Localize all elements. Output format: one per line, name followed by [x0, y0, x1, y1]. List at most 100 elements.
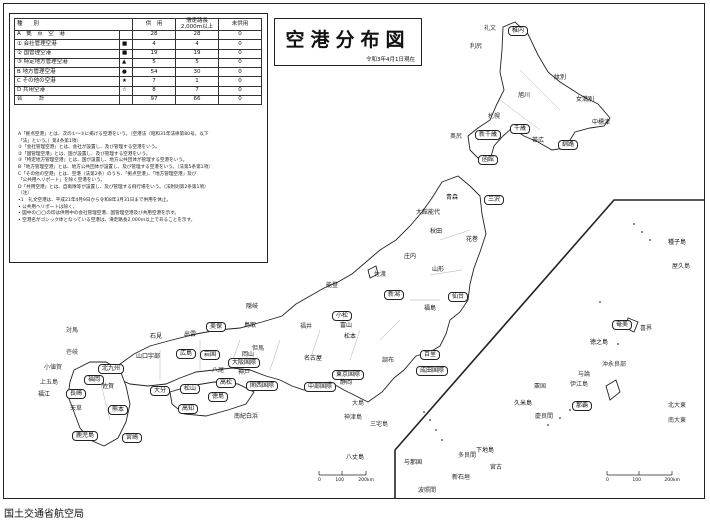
- airport-label: 仙台: [448, 292, 469, 302]
- airport-label: 波照間: [418, 487, 437, 494]
- airport-label: 新潟: [384, 290, 405, 300]
- airport-label: 高知: [178, 404, 199, 414]
- legend-row-runway: 4: [175, 39, 219, 50]
- legend-row-label: B 地方管理空港: [14, 67, 120, 78]
- legend-row-not-in-service: 0: [218, 67, 262, 78]
- legend-note: •1 礼文空港は、平成21年4月9日から令和8年3月31日まで供用を休止。: [18, 197, 172, 203]
- airport-label: 百里: [420, 350, 441, 360]
- airport-label: 石見: [150, 333, 163, 340]
- airport-label: 長崎: [66, 389, 87, 399]
- airport-label: 出雲: [184, 331, 197, 338]
- legend-row-runway: 66: [175, 95, 219, 106]
- legend-row-label: A 拠 点 空 港: [14, 29, 120, 41]
- inset-scale-labels: 0 100 200km: [606, 478, 680, 483]
- airport-label: 札幌: [488, 113, 501, 120]
- main-scale-tick: 100: [335, 478, 344, 483]
- airport-label: 伊江島: [570, 381, 589, 388]
- airport-label: 奥尻: [450, 133, 463, 140]
- airport-label: 徳島: [208, 392, 229, 402]
- airport-label: 南大東: [668, 417, 687, 424]
- airport-label: 福井: [300, 323, 313, 330]
- airport-label: 利尻: [470, 43, 483, 50]
- legend-row-not-in-service: 0: [218, 57, 262, 69]
- legend-header-type: 種 別: [14, 18, 133, 31]
- airport-label: 多良間: [458, 452, 477, 459]
- honshu-landmass: [115, 175, 487, 403]
- airport-label: 宮古: [490, 464, 503, 471]
- airport-label: 北九州: [98, 364, 125, 374]
- airport-label: 隠岐: [246, 303, 259, 310]
- main-scale-labels: 0 100 200km: [318, 478, 374, 483]
- legend-note: D「共用空港」とは、自衛隊等が設置し、及び管理する飛行場をいう。（法附則第2条第…: [18, 184, 209, 190]
- legend-note: • 図中の◯◯の印は供用中の会社管理空港、国管理空港及び共用空港を示す。: [18, 211, 179, 217]
- main-scale-tick: 200km: [358, 478, 374, 483]
- inset-scale-bar: 0 100 200km: [606, 470, 680, 483]
- legend-row-not-in-service: 0: [218, 39, 262, 50]
- airport-label: 三宅島: [370, 421, 389, 428]
- legend-row-label: ② 国管理空港: [14, 48, 120, 59]
- airport-label: 与論: [578, 371, 591, 378]
- legend-notes: A「拠点空港」とは、次の①～③に掲げる空港をいう。（空港法（昭和31年法律第80…: [18, 132, 266, 224]
- legend-row-symbol: ■: [119, 48, 133, 59]
- okinawa-island: [605, 379, 621, 401]
- airport-label: 屋久島: [672, 263, 691, 270]
- airport-label: 礼文: [484, 25, 497, 32]
- airport-label: 種子島: [668, 239, 687, 246]
- airport-label: 釧路: [558, 140, 579, 150]
- inset-divider-line: [394, 199, 704, 498]
- hokkaido-landmass: [467, 21, 611, 161]
- airport-label: 名古屋: [304, 355, 323, 362]
- airport-label: 鳥取: [244, 322, 257, 329]
- airport-label: 神津島: [344, 414, 363, 421]
- legend-row-symbol: [119, 95, 133, 106]
- legend-row-not-in-service: 0: [218, 48, 262, 59]
- legend-row-not-in-service: 0: [218, 76, 262, 87]
- airport-label: 南紀白浜: [234, 413, 259, 420]
- airport-label: 花巻: [466, 236, 479, 243]
- legend-header-row: 種 別 供 用 滑走路長 2,000ｍ以上 未供用: [14, 18, 262, 31]
- legend-row-in-service: 8: [132, 85, 176, 97]
- airport-label: 福島: [424, 305, 437, 312]
- legend-row-not-in-service: 0: [218, 29, 262, 41]
- airport-label: 三沢: [484, 195, 505, 205]
- airport-label: 紋別: [554, 74, 567, 81]
- legend-row-not-in-service: 0: [218, 95, 262, 106]
- legend-row-symbol: ●: [119, 67, 133, 78]
- airport-label: 北大東: [668, 402, 687, 409]
- airport-label: 鹿児島: [72, 431, 99, 441]
- airport-label: 八丈島: [346, 454, 365, 461]
- inset-scale-graphic: [606, 471, 673, 476]
- airport-label: 大分: [150, 386, 171, 396]
- legend-note: • 公共用ヘリポートは除く。: [18, 204, 78, 210]
- airport-label: 久米島: [514, 400, 533, 407]
- airport-label: 徳之島: [590, 339, 609, 346]
- airport-label: 大阪国際: [228, 358, 261, 368]
- airport-label: 新千歳: [475, 130, 502, 140]
- airport-label: 沖永良部: [602, 361, 627, 368]
- legend-note: A「拠点空港」とは、次の①～③に掲げる空港をいう。（空港法（昭和31年法律第80…: [18, 132, 209, 137]
- legend-header-runway: 滑走路長 2,000ｍ以上: [175, 18, 219, 31]
- airport-label: 庄内: [404, 253, 417, 260]
- airport-label: 対馬: [66, 327, 79, 334]
- legend-row-runway: 5: [175, 57, 219, 69]
- inset-scale-tick: 0: [606, 478, 609, 483]
- legend-row-runway: 19: [175, 48, 219, 59]
- airport-label: 山形: [432, 266, 445, 273]
- legend-note: C「その他の空港」とは、空港（法第2条）のうち、「拠点空港」、「地方管理空港」及…: [18, 171, 197, 177]
- airport-label: 山口宇部: [136, 353, 161, 360]
- legend-note: ①「会社管理空港」とは、会社が設置し、及び管理する空港をいう。: [18, 145, 160, 151]
- airport-label: 佐渡: [374, 271, 387, 278]
- airport-label: 上五島: [40, 379, 59, 386]
- legend-row-runway: 28: [175, 29, 219, 41]
- legend-row-symbol: ▲: [119, 57, 133, 69]
- airport-label: 福岡: [84, 375, 105, 385]
- main-scale-tick: 0: [318, 478, 321, 483]
- airport-label: 小値賀: [44, 364, 63, 371]
- airport-label: 天草: [70, 405, 83, 412]
- airport-label: 小松: [332, 311, 353, 321]
- airport-label: 中標津: [592, 119, 611, 126]
- legend-row-label: C その他の空港: [14, 76, 120, 87]
